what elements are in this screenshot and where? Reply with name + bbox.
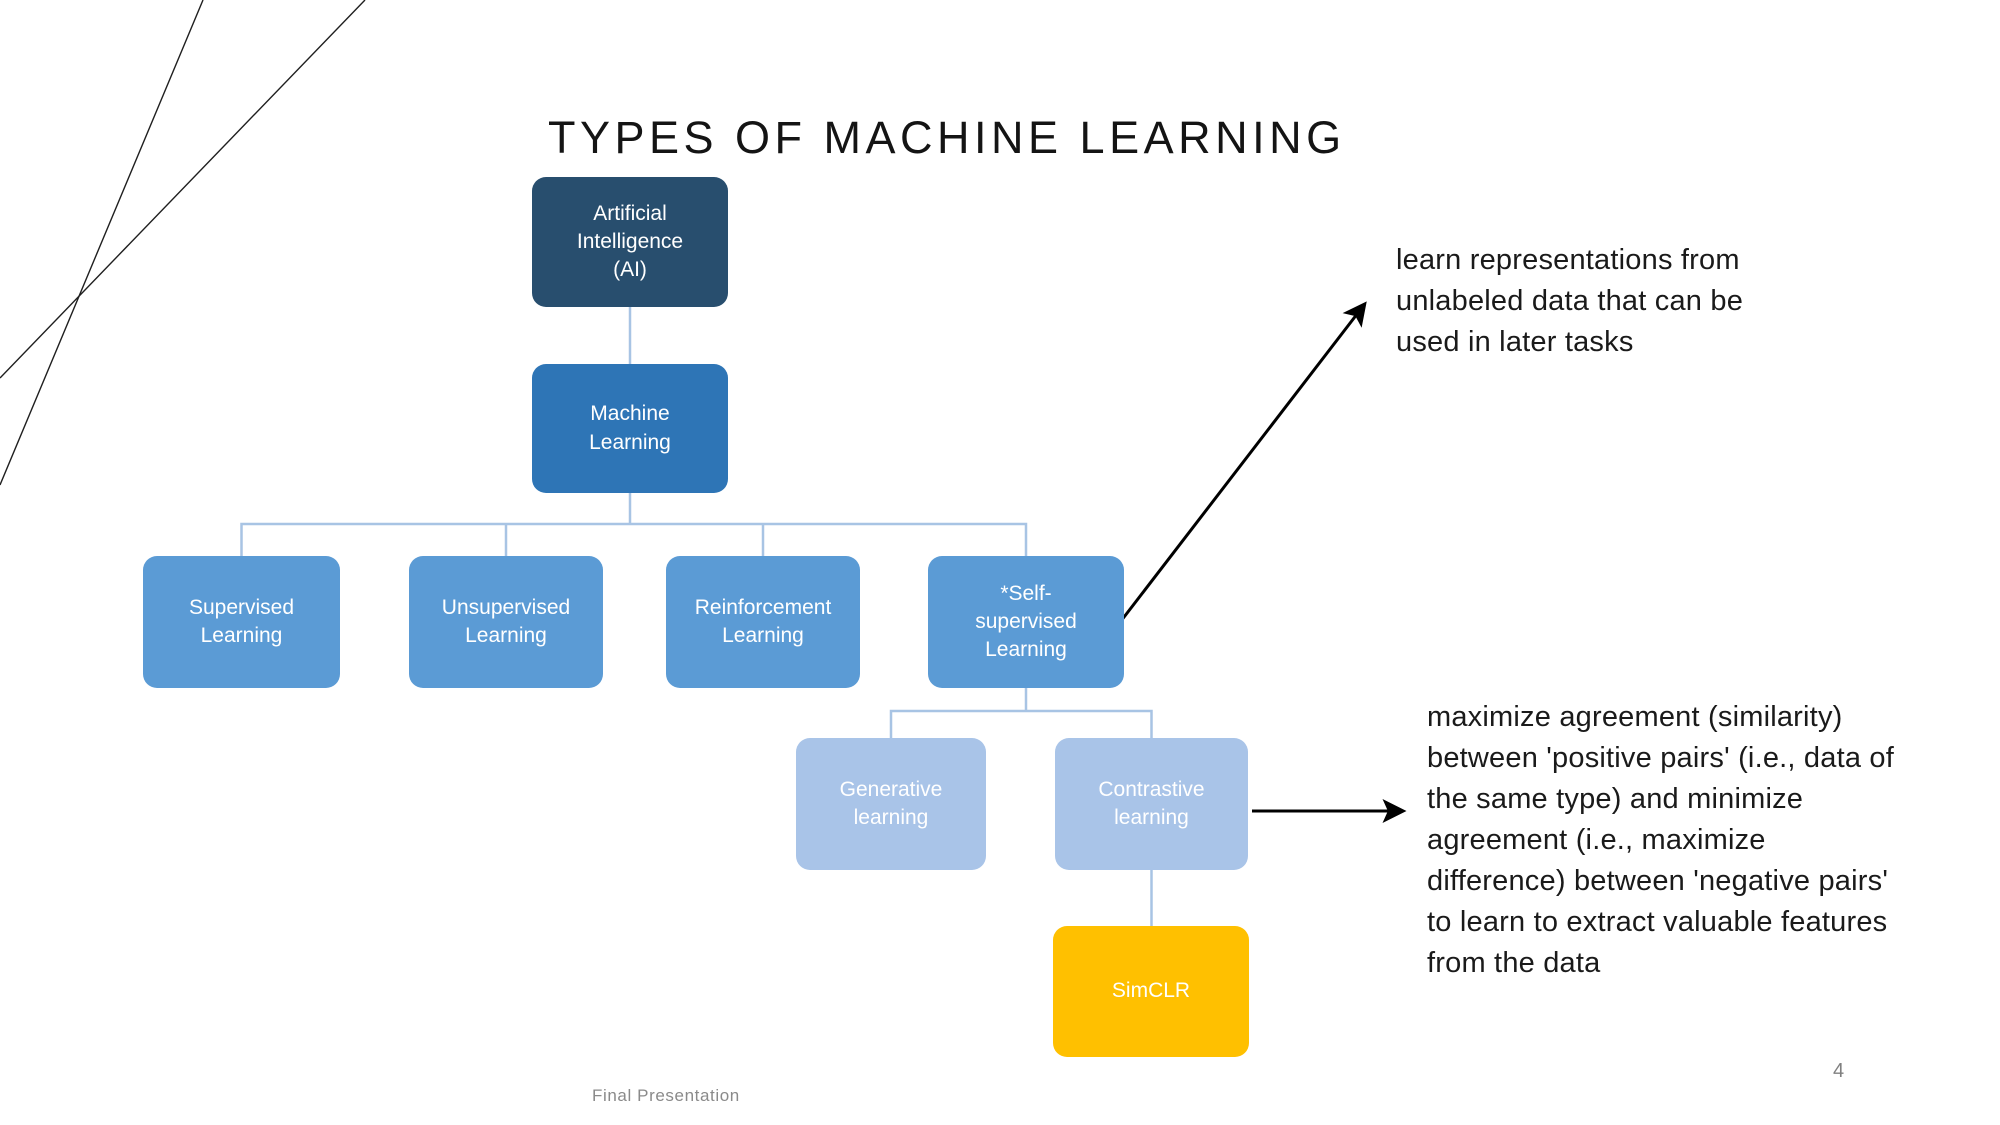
annotation-arrows: [1119, 301, 1407, 823]
node-simclr: SimCLR: [1053, 926, 1249, 1057]
node-simclr-label: SimCLR: [1111, 979, 1191, 1003]
node-unsupervised-learning: Unsupervised Learning: [409, 556, 603, 688]
arrow-selfsupervised-note: [1119, 301, 1367, 622]
node-machine-learning-label: Machine Learning: [589, 402, 671, 454]
decorative-crossed-lines: [0, 0, 366, 486]
node-unsupervised-learning-label: Unsupervised Learning: [441, 595, 571, 647]
decorative-line-shallow: [0, 0, 366, 379]
footer-text: Final Presentation: [592, 1086, 740, 1105]
connector-bus-level4: [889, 709, 1153, 738]
node-supervised-learning: Supervised Learning: [143, 556, 340, 688]
node-self-supervised-learning: *Self- supervised Learning: [928, 556, 1124, 688]
connector-bus-level3: [240, 522, 1028, 556]
node-contrastive-learning: Contrastive learning: [1055, 738, 1248, 870]
node-artificial-intelligence-label: Artificial Intelligence (AI): [576, 201, 684, 282]
page-number: 4: [1833, 1060, 1845, 1082]
node-generative-learning: Generative learning: [796, 738, 986, 870]
node-reinforcement-learning: Reinforcement Learning: [666, 556, 860, 688]
hierarchy-connectors: [240, 307, 1153, 926]
node-artificial-intelligence: Artificial Intelligence (AI): [532, 177, 728, 307]
node-supervised-learning-label: Supervised Learning: [188, 595, 295, 647]
slide-title: TYPES OF MACHINE LEARNING: [548, 112, 1346, 163]
decorative-line-steep: [0, 0, 204, 486]
note-contrastive: maximize agreement (similarity) between …: [1427, 701, 1895, 979]
node-generative-learning-label: Generative learning: [839, 777, 943, 829]
node-self-supervised-learning-label: *Self- supervised Learning: [975, 581, 1077, 662]
node-machine-learning: Machine Learning: [532, 364, 728, 493]
node-reinforcement-learning-label: Reinforcement Learning: [694, 595, 832, 647]
node-contrastive-learning-label: Contrastive learning: [1098, 777, 1205, 829]
note-self-supervised: learn representations from unlabeled dat…: [1396, 244, 1744, 358]
